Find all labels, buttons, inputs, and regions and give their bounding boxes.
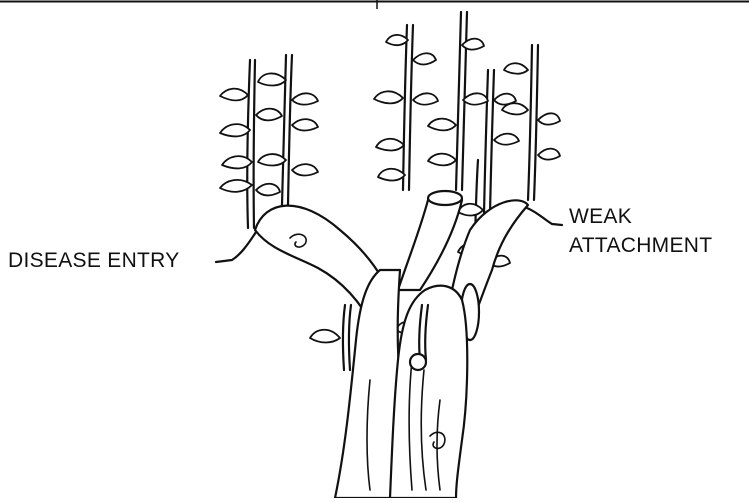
- disease-entry-leader: [216, 232, 256, 262]
- trunk: [335, 270, 467, 498]
- disease-entry-label: DISEASE ENTRY: [8, 249, 180, 273]
- weak-attachment-label-line2: ATTACHMENT: [569, 234, 712, 258]
- weak-attachment-leader: [527, 208, 562, 225]
- weak-attachment-label-line1: WEAK: [569, 205, 632, 229]
